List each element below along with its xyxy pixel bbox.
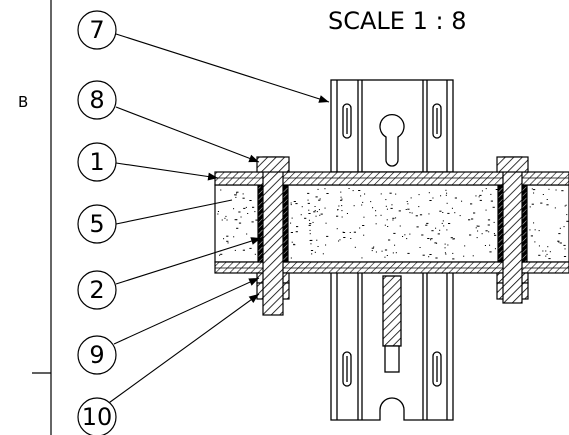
svg-text:10: 10 [82,403,113,431]
svg-text:9: 9 [89,341,104,369]
zone-label: B [18,93,28,111]
foam-speckle [217,188,569,260]
balloon-8: 8 [77,80,117,120]
right-bolt-stack [496,156,529,304]
svg-text:1: 1 [89,148,104,176]
bolt-head [256,156,290,173]
channel-upper [330,79,454,173]
bottom-sheet [214,261,569,274]
svg-text:8: 8 [89,86,104,114]
left-bolt-stack [256,156,290,316]
balloon-5: 5 [77,204,117,244]
leader-lines [105,33,330,406]
balloon-1: 1 [77,142,117,182]
balloon-9: 9 [77,335,117,375]
svg-text:5: 5 [89,210,104,238]
balloon-10: 10 [77,397,117,435]
balloon-7: 7 [77,10,117,50]
scale-label: SCALE 1 : 8 [328,7,466,35]
svg-text:7: 7 [89,16,104,44]
channel-lower [330,273,454,421]
bolt-left [262,156,284,316]
svg-text:2: 2 [89,276,104,304]
balloon-2: 2 [77,270,117,310]
